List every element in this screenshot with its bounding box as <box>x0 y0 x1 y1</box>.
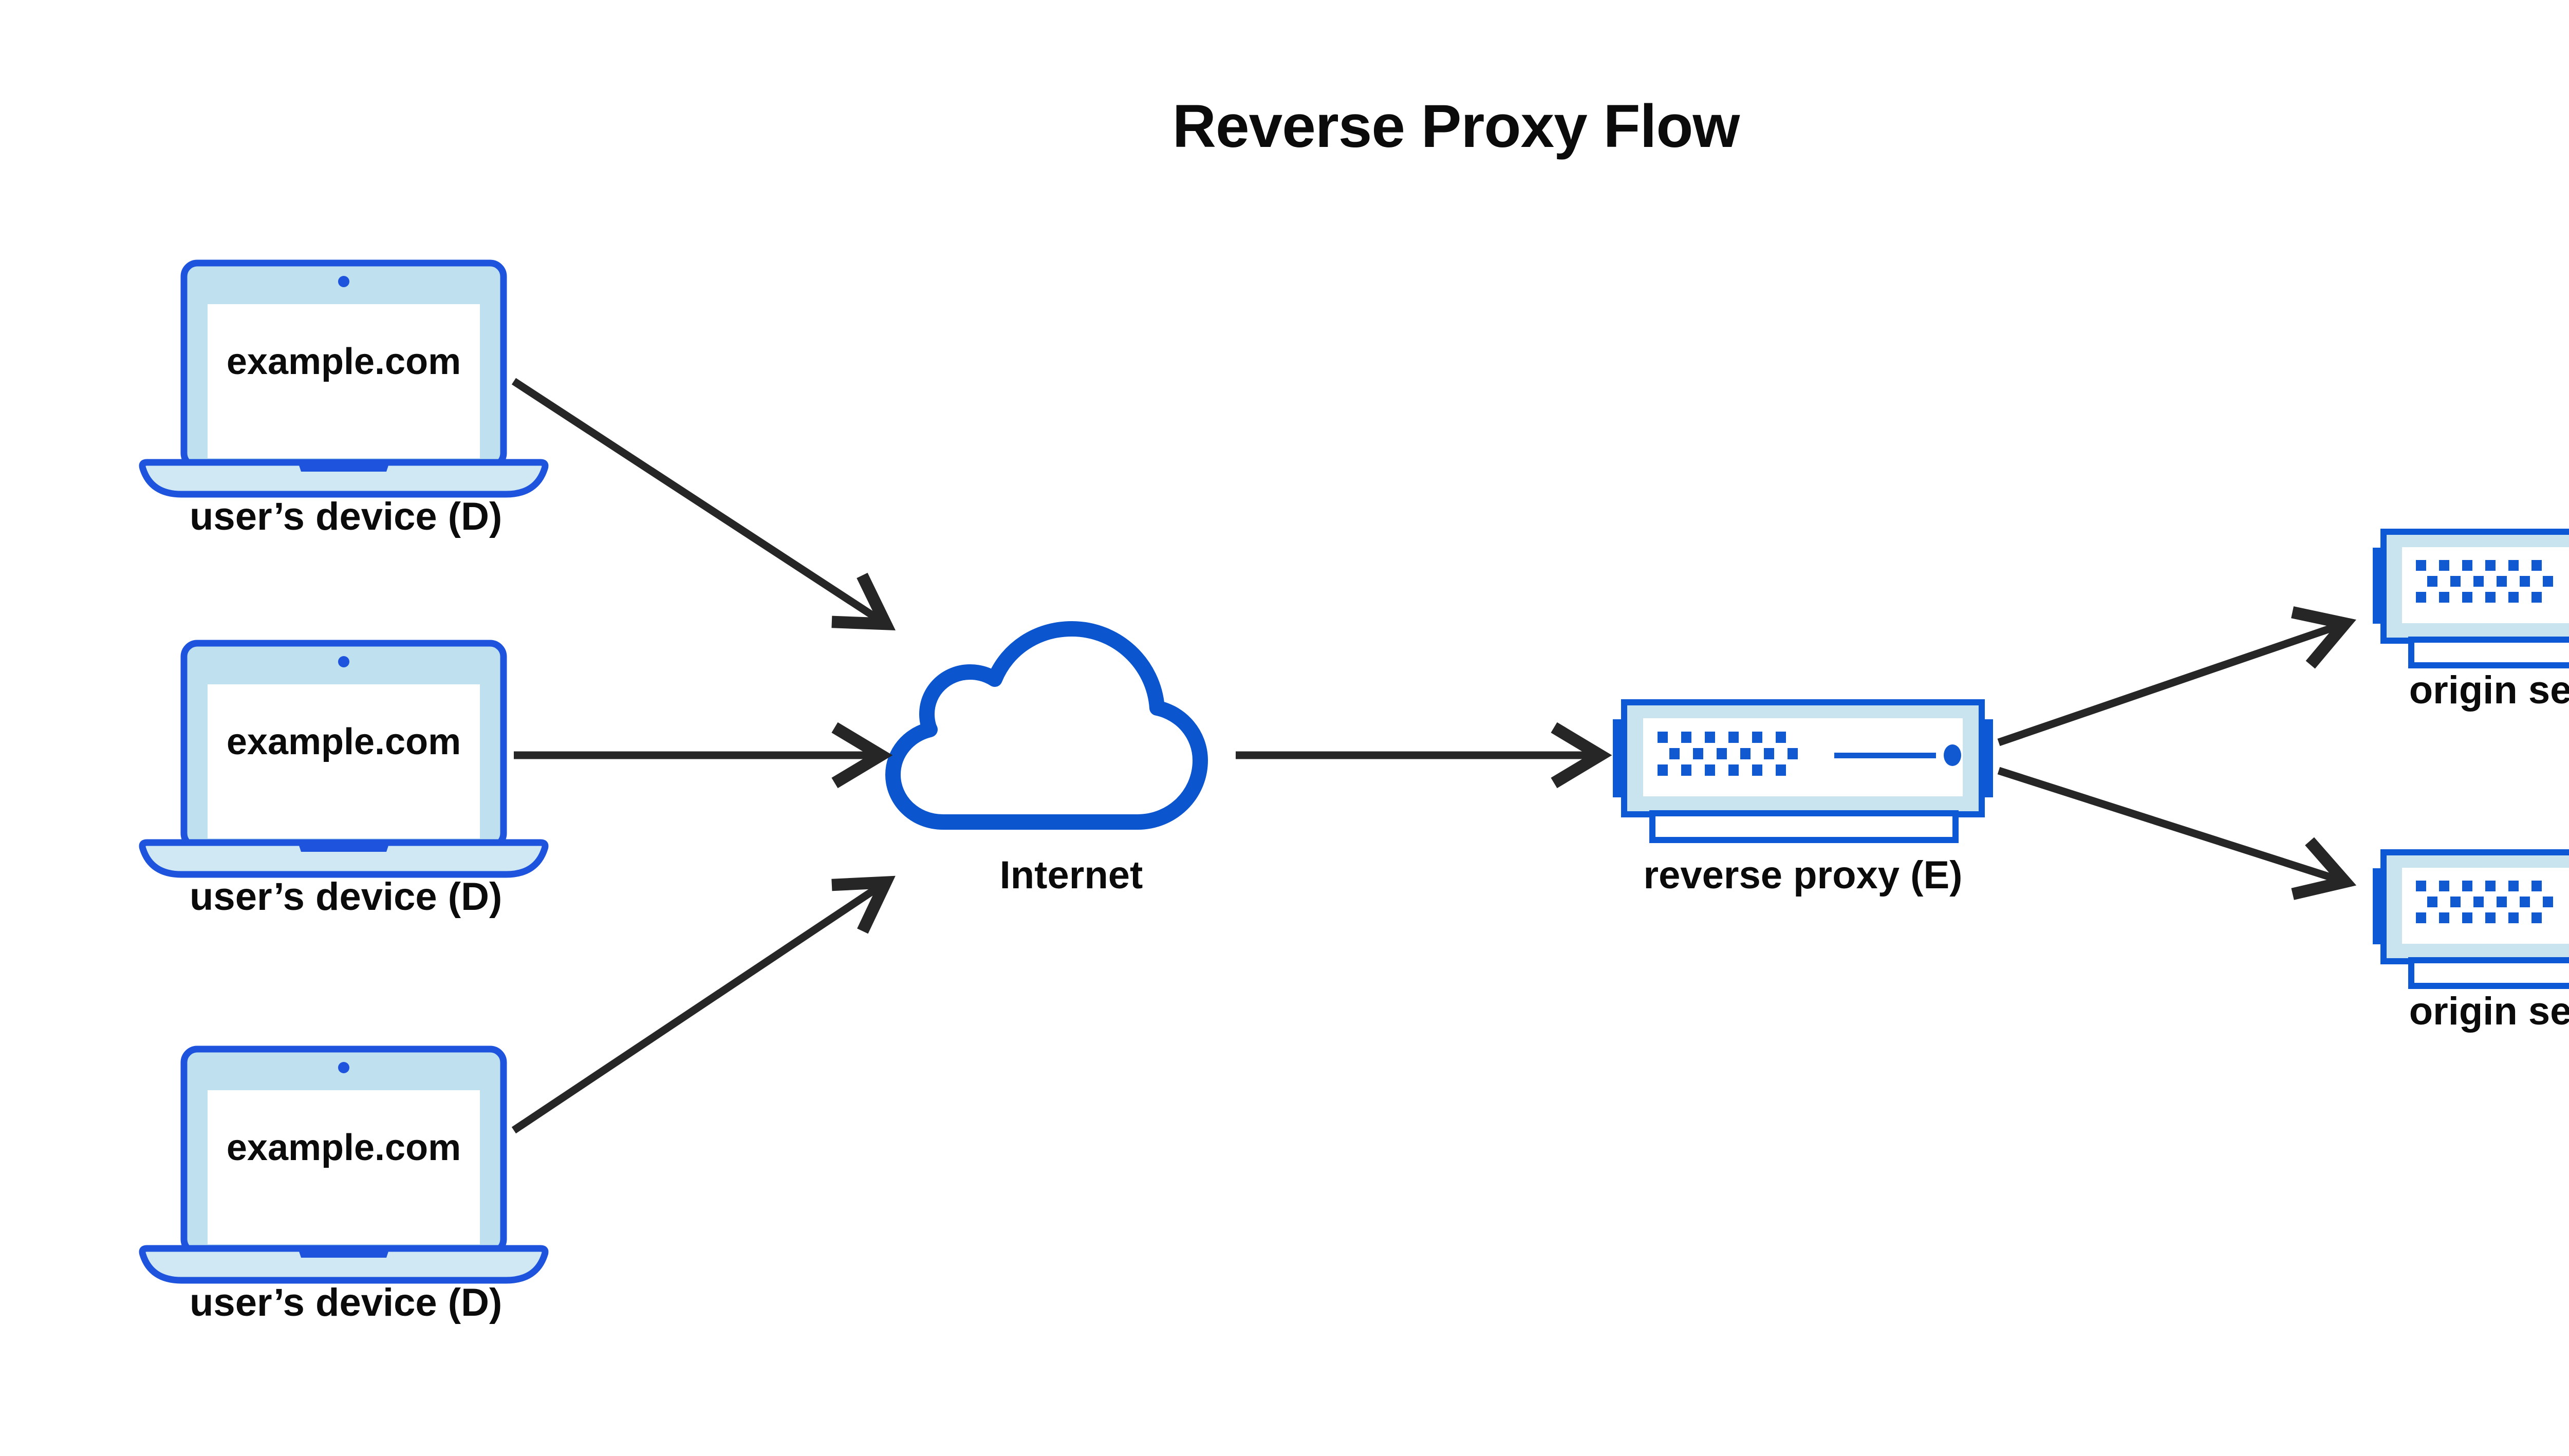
device-label-middle: user’s device (D) <box>190 875 502 919</box>
device-label-bottom: user’s device (D) <box>190 1281 502 1324</box>
edge-device-bottom-to-internet <box>511 875 896 1134</box>
laptop-icon <box>139 1046 549 1284</box>
device-screen-text: example.com <box>227 1127 461 1168</box>
origin-label-bottom: origin server (F) <box>2409 990 2569 1033</box>
internet-label: Internet <box>999 853 1143 897</box>
cloud-icon <box>885 621 1208 830</box>
device-label-top: user’s device (D) <box>190 495 502 538</box>
origin-label-top: origin server (F) <box>2409 668 2569 712</box>
edge-device-top-to-internet <box>511 378 896 631</box>
server-icon <box>1613 699 1993 843</box>
device-screen-text: example.com <box>227 721 461 762</box>
edge-proxy-to-origin-bottom <box>1997 767 2357 900</box>
edge-proxy-to-origin-top <box>1997 606 2356 746</box>
proxy-label: reverse proxy (E) <box>1643 853 1963 897</box>
device-screen-text: example.com <box>227 341 461 382</box>
laptop-icon <box>139 259 549 498</box>
server-icon <box>2373 529 2569 668</box>
laptop-icon <box>139 640 549 878</box>
page-title: Reverse Proxy Flow <box>1172 92 1740 160</box>
server-icon <box>2373 849 2569 989</box>
